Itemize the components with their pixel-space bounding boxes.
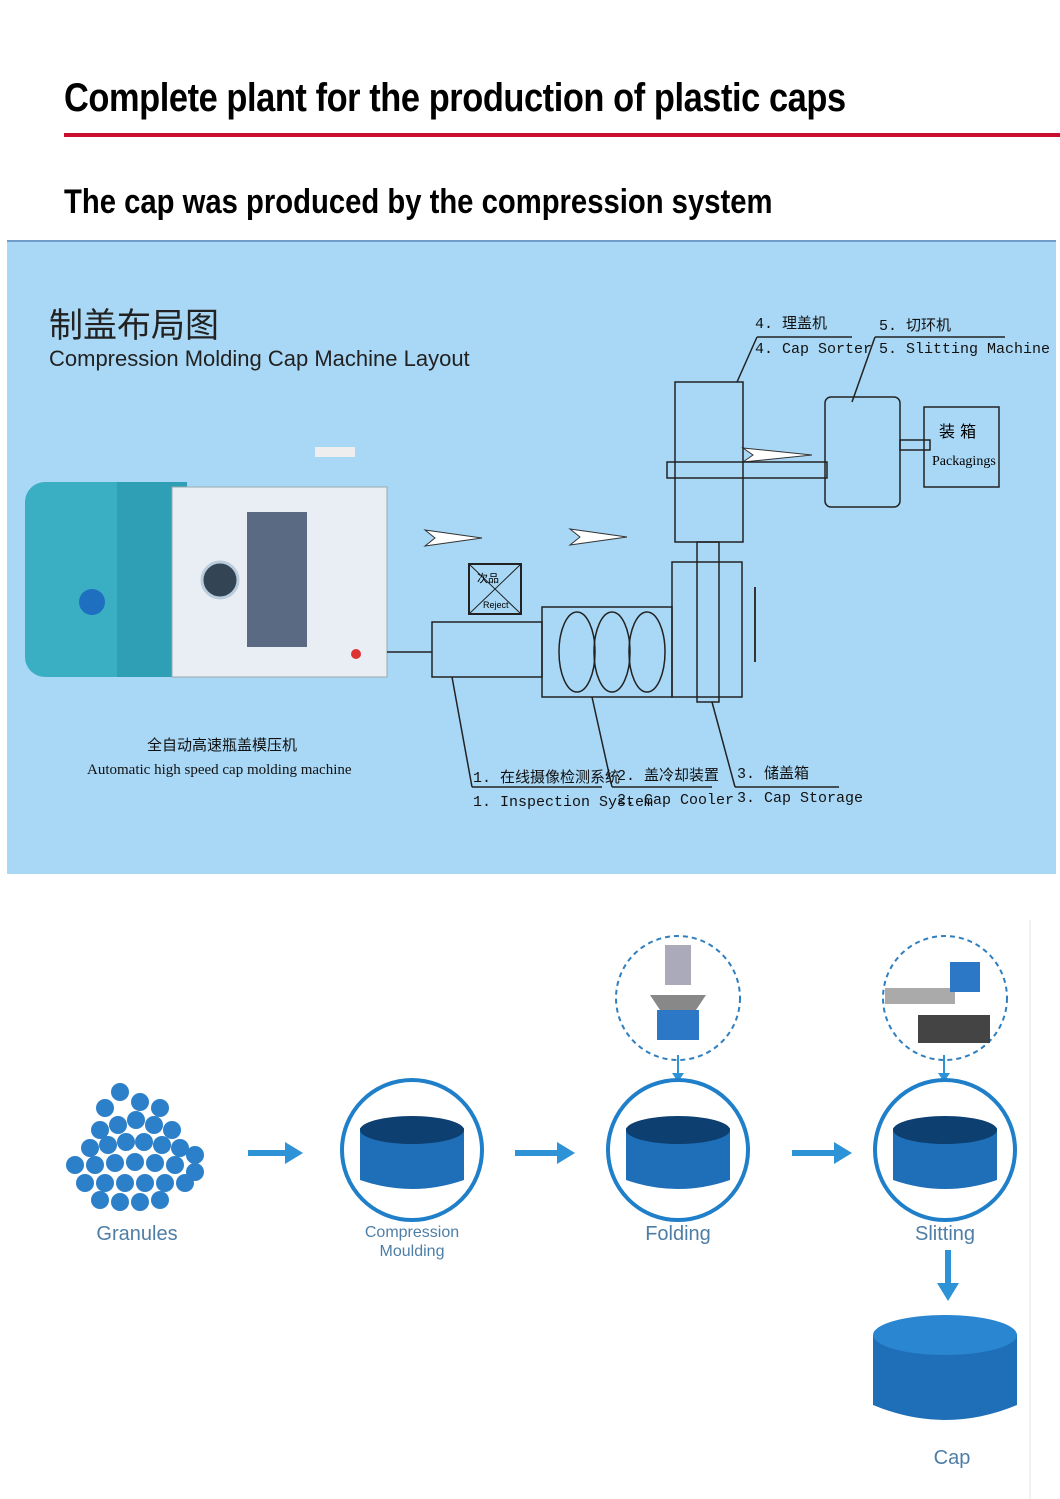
station-4-en: 4. Cap Sorter: [755, 341, 873, 358]
folding-circle: [606, 1078, 750, 1222]
station-2-cn: 2. 盖冷却装置: [617, 768, 720, 785]
cap-icons: [360, 1116, 1017, 1420]
layout-title-cn: 制盖布局图: [49, 306, 219, 346]
step-compression-moulding: Compression Moulding: [364, 1224, 460, 1260]
step-granules: Granules: [96, 1223, 178, 1245]
station-5-en: 5. Slitting Machine: [879, 341, 1051, 358]
folding-tool-circle: [615, 935, 741, 1061]
arrow-right-icon: [248, 1142, 303, 1164]
granules-icon: [66, 1083, 204, 1211]
process-flow: [66, 920, 1031, 1499]
folding-tool-icon: [650, 945, 706, 1040]
slitting-tool-circle: [882, 935, 1008, 1061]
arrow-down-icon: [938, 1055, 950, 1082]
arrow-right-icon: [792, 1142, 852, 1164]
station-2-en: 2. Cap Cooler: [617, 792, 735, 809]
slitting-circle: [873, 1078, 1017, 1222]
page-title: Complete plant for the production of pla…: [64, 76, 846, 120]
station-1-cn: 1. 在线摄像检测系统: [473, 770, 621, 787]
section-subtitle: The cap was produced by the compression …: [64, 183, 773, 221]
packaging-label-cn: 装 箱: [939, 422, 977, 441]
step-slitting: Slitting: [914, 1223, 976, 1245]
slitting-tool-icon: [885, 962, 990, 1043]
machine-label-en: Automatic high speed cap molding machine: [87, 762, 352, 778]
title-divider: [64, 133, 1060, 137]
step-folding: Folding: [645, 1223, 711, 1245]
machine-layout-diagram: 制盖布局图 Compression Molding Cap Machine La…: [7, 240, 1056, 874]
station-3-cn: 3. 储盖箱: [737, 766, 810, 783]
step-cap: Cap: [933, 1447, 971, 1469]
arrow-down-icon: [937, 1250, 959, 1301]
arrow-right-icon: [515, 1142, 575, 1164]
reject-label-cn: 次品: [477, 572, 499, 585]
layout-title-en: Compression Molding Cap Machine Layout: [49, 346, 470, 371]
reject-label-en: Reject: [483, 600, 509, 610]
station-3-en: 3. Cap Storage: [737, 790, 864, 807]
packaging-label-en: Packagings: [932, 454, 996, 469]
flow-arrow-icon: [741, 447, 813, 463]
flow-arrow-icon: [423, 529, 483, 547]
layout-drawing: [25, 336, 1005, 788]
station-1-en: 1. Inspection System: [473, 794, 654, 811]
arrow-down-icon: [672, 1055, 684, 1082]
station-4-cn: 4. 理盖机: [755, 316, 828, 333]
machine-label-cn: 全自动高速瓶盖模压机: [147, 736, 298, 754]
molding-machine-illustration: [25, 447, 388, 678]
compression-moulding-circle: [340, 1078, 484, 1222]
station-5-cn: 5. 切环机: [879, 318, 952, 335]
flow-arrow-icon: [568, 528, 628, 546]
